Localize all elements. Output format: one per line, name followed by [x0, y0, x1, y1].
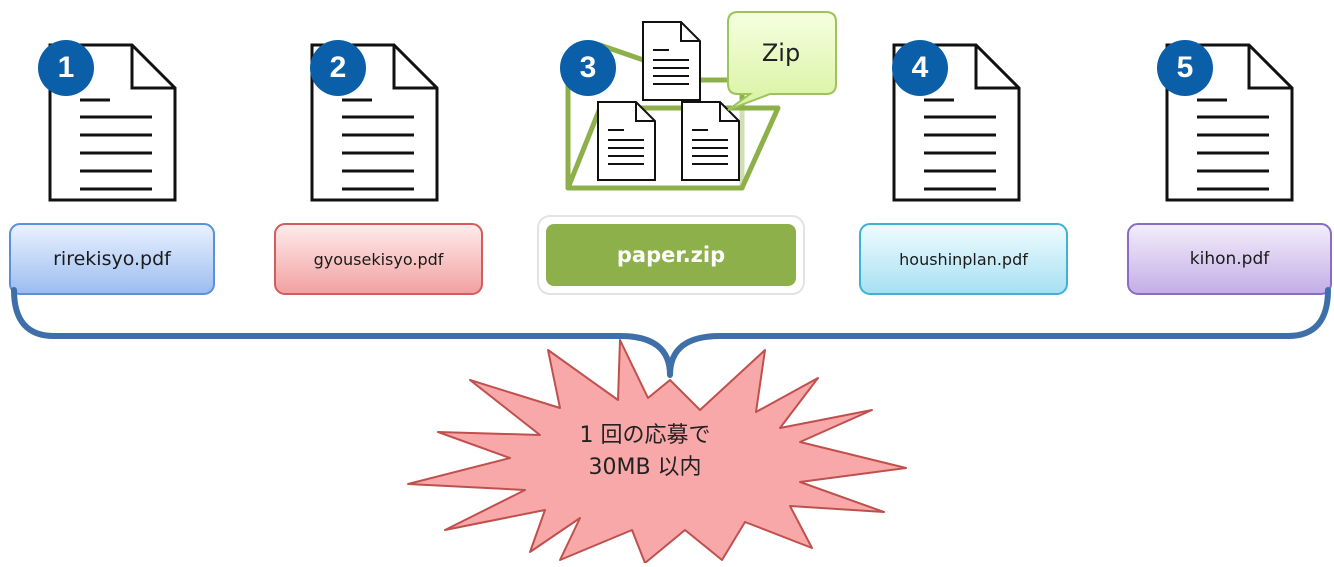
step-badge: 5	[1157, 40, 1213, 96]
file-label-houshinplan: houshinplan.pdf	[899, 249, 1028, 269]
file-label-kihon: kihon.pdf	[1189, 249, 1270, 269]
limit-starburst	[407, 339, 907, 564]
step-badge: 3	[560, 40, 616, 96]
step-badge: 1	[38, 40, 94, 96]
upload-limit-text: 1 回の応募で 30MB 以内	[520, 420, 770, 484]
zip-callout-label: Zip	[761, 39, 801, 67]
file-pill-bg	[859, 223, 1068, 295]
file-pill-bg	[546, 224, 796, 286]
zip-document-icon	[642, 21, 701, 101]
file-label-gyousekisyo: gyousekisyo.pdf	[313, 249, 444, 269]
zip-document-icon	[681, 101, 740, 181]
file-pill-bg	[274, 223, 483, 295]
zip-document-icon	[597, 101, 656, 181]
file-pill-bg	[1127, 223, 1332, 295]
file-label-paper-zip: paper.zip	[616, 243, 726, 267]
upload-limit-line1: 1 回の応募で	[579, 423, 711, 448]
grouping-brace	[11, 287, 1331, 378]
step-badge: 4	[892, 40, 948, 96]
file-pill-bg	[9, 223, 215, 295]
file-label-rirekisyo: rirekisyo.pdf	[53, 248, 171, 270]
upload-limit-line2: 30MB 以内	[588, 455, 702, 480]
step-badge: 2	[310, 40, 366, 96]
zip-callout-bubble	[727, 11, 837, 111]
